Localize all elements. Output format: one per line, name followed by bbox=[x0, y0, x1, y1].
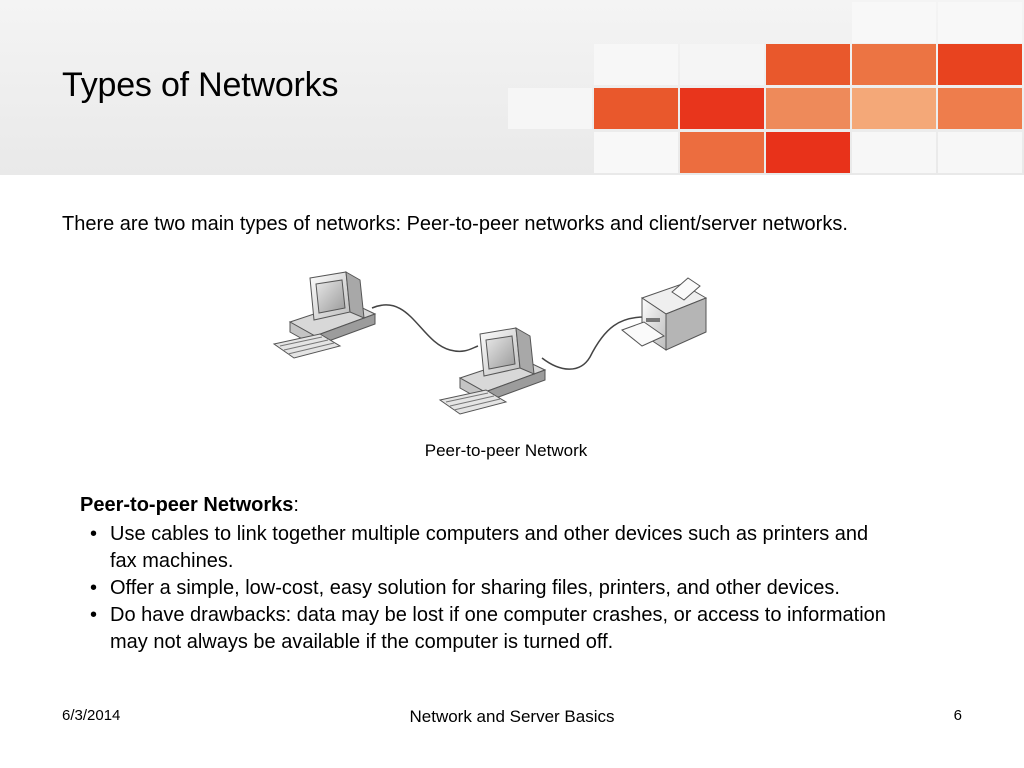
footer-title-text: Network and Server Basics bbox=[409, 707, 615, 726]
decor-tile bbox=[508, 88, 592, 129]
decor-tile bbox=[766, 44, 850, 85]
section-heading: Peer-to-peer Networks: bbox=[80, 492, 900, 519]
decor-tile bbox=[852, 88, 936, 129]
section-heading-bold: Peer-to-peer Networks bbox=[80, 494, 294, 516]
bullet-item: Do have drawbacks: data may be lost if o… bbox=[80, 602, 900, 656]
decor-tile bbox=[938, 2, 1022, 43]
decor-tile bbox=[938, 132, 1022, 173]
decor-tile bbox=[680, 44, 764, 85]
decor-tile bbox=[938, 44, 1022, 85]
decor-tile bbox=[852, 132, 936, 173]
cable bbox=[541, 316, 646, 370]
computer-icon bbox=[438, 327, 547, 415]
decor-tile bbox=[680, 132, 764, 173]
intro-text: There are two main types of networks: Pe… bbox=[62, 213, 848, 235]
decor-tile bbox=[938, 88, 1022, 129]
printer-icon bbox=[620, 277, 708, 351]
cable bbox=[371, 304, 479, 353]
decor-tile bbox=[594, 44, 678, 85]
decor-tile bbox=[766, 88, 850, 129]
decor-tile bbox=[852, 44, 936, 85]
bullet-list: Use cables to link together multiple com… bbox=[80, 521, 900, 656]
decor-tile bbox=[594, 132, 678, 173]
computer-icon bbox=[272, 271, 377, 359]
slide-header: Types of Networks bbox=[0, 0, 1024, 175]
footer-date: 6/3/2014 bbox=[62, 707, 121, 724]
page-number: 6 bbox=[953, 707, 962, 724]
bullet-item: Offer a simple, low-cost, easy solution … bbox=[80, 575, 900, 602]
section-heading-suffix: : bbox=[293, 494, 299, 516]
decor-tile bbox=[594, 88, 678, 129]
peer-to-peer-diagram bbox=[272, 271, 708, 415]
slide-title: Types of Networks bbox=[62, 66, 339, 104]
peer-to-peer-section: Peer-to-peer Networks: Use cables to lin… bbox=[80, 492, 900, 656]
decor-tile bbox=[766, 132, 850, 173]
diagram-caption: Peer-to-peer Network bbox=[0, 441, 1024, 461]
footer-title: Network and Server Basics bbox=[0, 707, 1024, 727]
diagram-caption-text: Peer-to-peer Network bbox=[424, 441, 588, 460]
bullet-item: Use cables to link together multiple com… bbox=[80, 521, 900, 575]
decor-tile bbox=[680, 88, 764, 129]
decor-tile bbox=[852, 2, 936, 43]
